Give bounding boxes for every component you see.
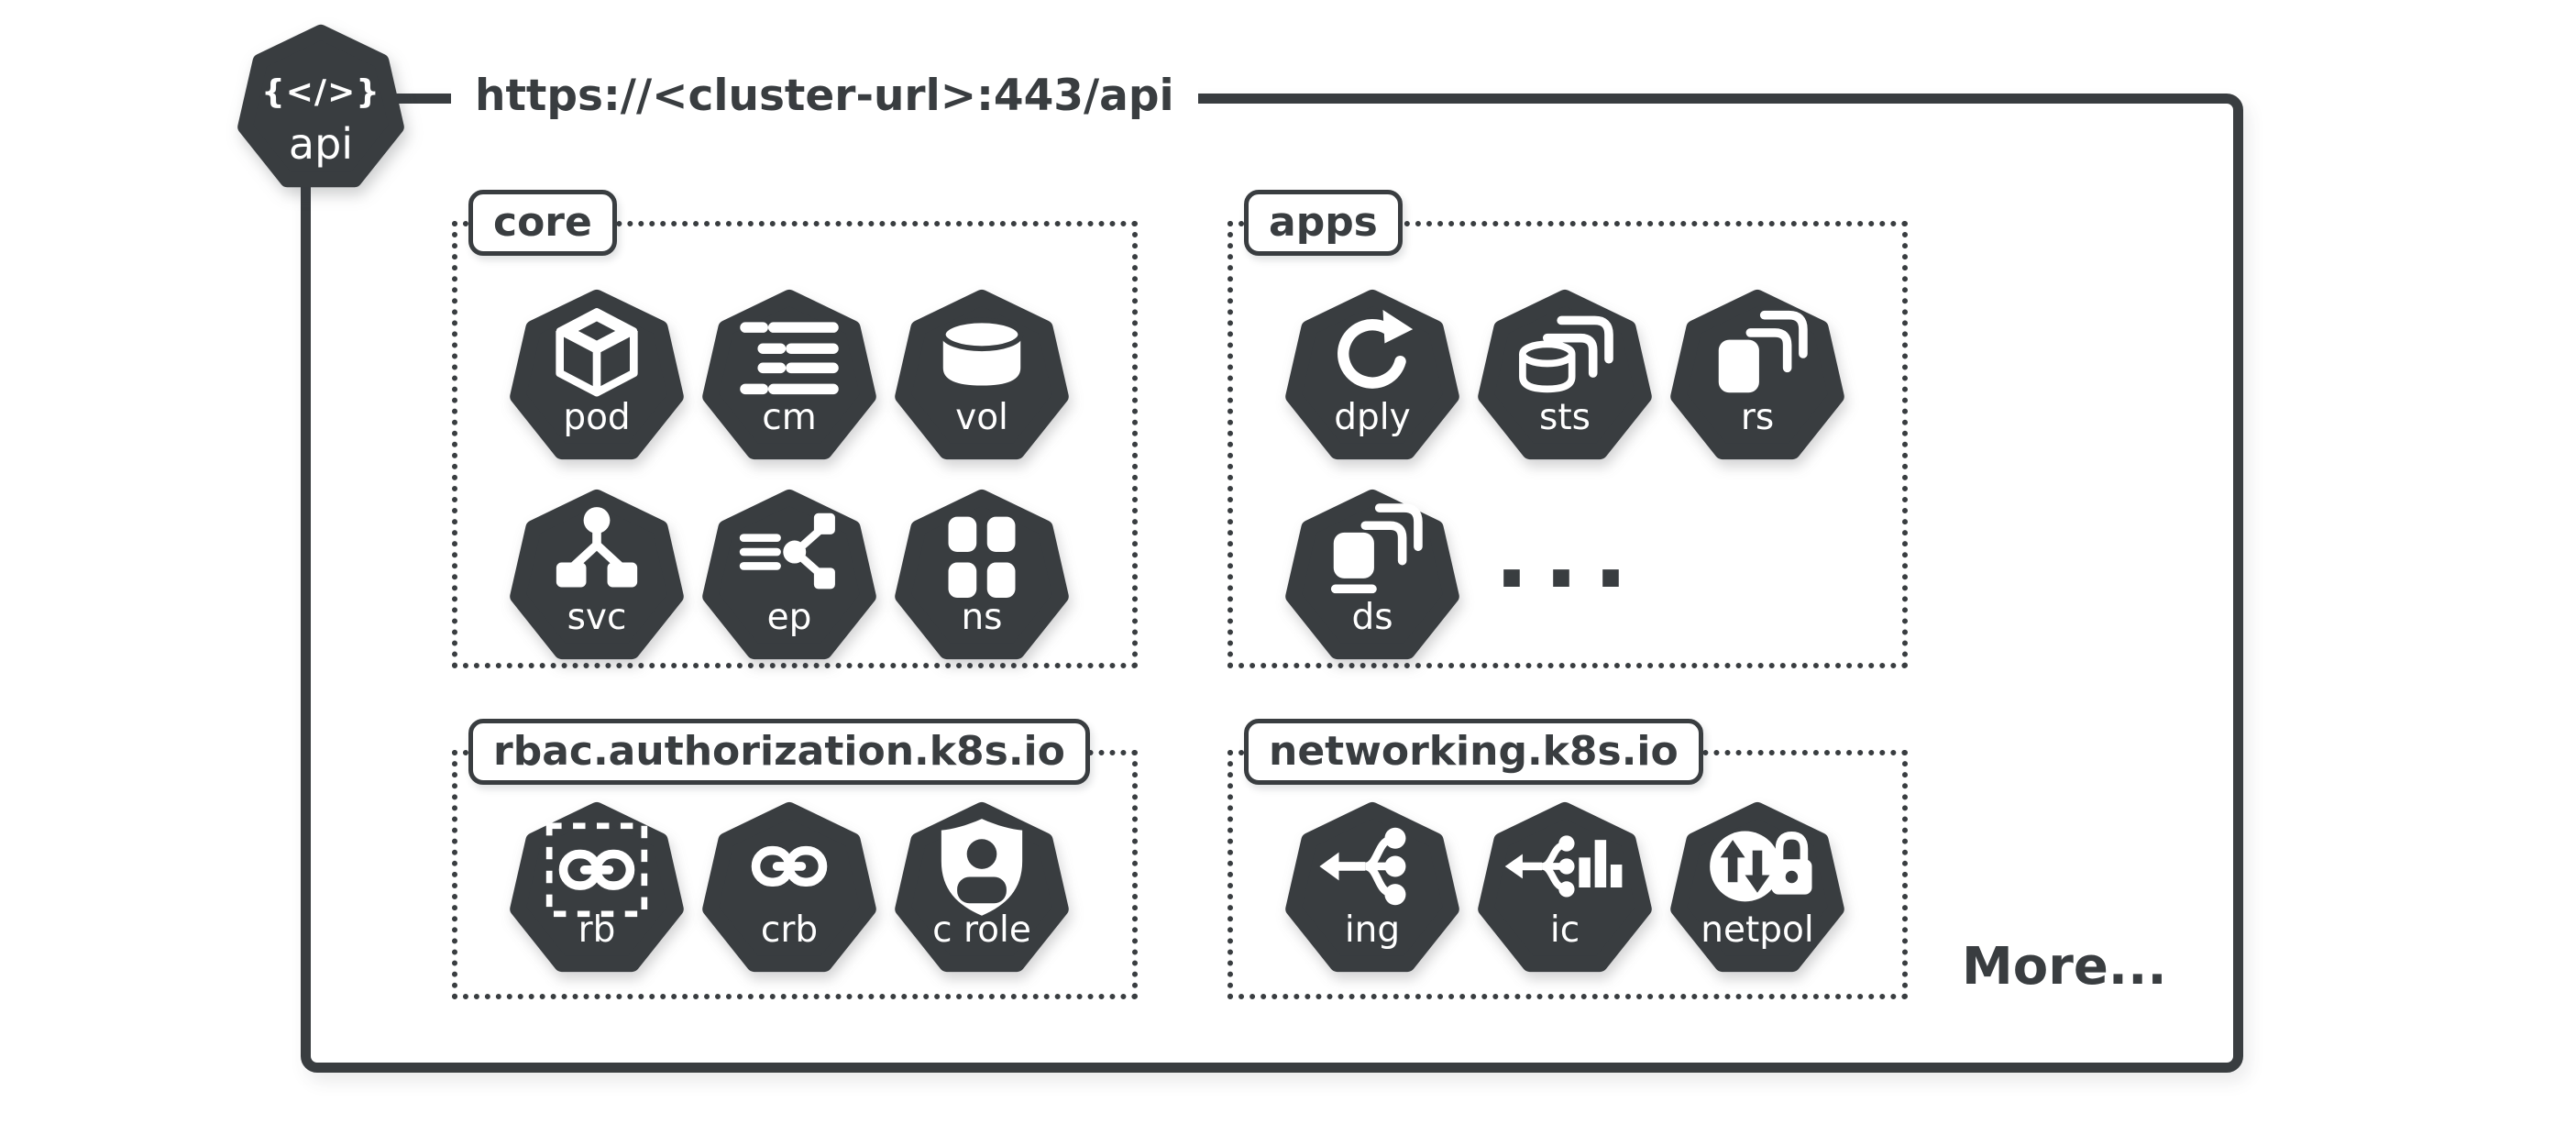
- api-group-apps: apps dply sts rs ds...: [1227, 190, 1908, 668]
- resource-abbr-label: ing: [1344, 909, 1401, 951]
- resource-tiles: ing ic netpol: [1284, 799, 1880, 975]
- resource-abbr-label: pod: [563, 397, 631, 438]
- resource-tile-dply: dply: [1284, 287, 1460, 463]
- resource-abbr-label: c role: [932, 909, 1031, 951]
- resource-tile-netpol: netpol: [1669, 799, 1845, 975]
- resource-abbr-label: crb: [760, 909, 819, 951]
- resource-abbr-label: rs: [1740, 397, 1775, 438]
- resource-tile-crb: crb: [701, 799, 877, 975]
- group-label-chip: apps: [1244, 190, 1403, 256]
- resource-tile-ds: ds: [1284, 487, 1460, 663]
- resource-tile-cm: cm: [701, 287, 877, 463]
- more-resources-ellipsis: ...: [1494, 501, 1643, 609]
- resource-tiles: rb crb c role: [509, 799, 1105, 975]
- api-node-label: api: [288, 119, 354, 169]
- resource-tile-vol: vol: [894, 287, 1070, 463]
- resource-tiles: dply sts rs ds: [1284, 287, 1880, 663]
- api-group-networking: networking.k8s.io ing ic netpol: [1227, 719, 1908, 999]
- resource-tile-rs: rs: [1669, 287, 1845, 463]
- resource-abbr-label: dply: [1334, 397, 1411, 438]
- group-label-chip: rbac.authorization.k8s.io: [468, 719, 1090, 785]
- resource-abbr-label: cm: [762, 397, 817, 438]
- group-label-chip: core: [468, 190, 617, 256]
- resource-tile-ns: ns: [894, 487, 1070, 663]
- resource-tiles: pod cm vol svc ep ns: [509, 287, 1105, 663]
- resource-abbr-label: netpol: [1701, 909, 1814, 951]
- resource-tile-ic: ic: [1477, 799, 1653, 975]
- resource-abbr-label: vol: [955, 397, 1008, 438]
- resource-tile-sts: sts: [1477, 287, 1653, 463]
- group-label-chip: networking.k8s.io: [1244, 719, 1703, 785]
- resource-abbr-label: sts: [1539, 397, 1591, 438]
- resource-tile-pod: pod: [509, 287, 685, 463]
- resource-tile-svc: svc: [509, 487, 685, 663]
- resource-abbr-label: ns: [961, 597, 1003, 638]
- cluster-api-box: [301, 94, 2243, 1073]
- cluster-endpoint-url: https://<cluster-url>:443/api: [451, 61, 1198, 132]
- resource-tile-rb: rb: [509, 799, 685, 975]
- resource-abbr-label: svc: [567, 597, 627, 638]
- api-group-rbac: rbac.authorization.k8s.io rb crb c role: [452, 719, 1138, 999]
- resource-abbr-label: rb: [578, 909, 616, 951]
- api-group-core: core pod cm vol svc ep ns: [452, 190, 1138, 668]
- resource-tile-ep: ep: [701, 487, 877, 663]
- resource-tile-ing: ing: [1284, 799, 1460, 975]
- resource-abbr-label: ep: [766, 597, 812, 638]
- more-groups-label: More...: [1962, 937, 2167, 997]
- resource-tile-c-role: c role: [894, 799, 1070, 975]
- resource-abbr-label: ds: [1351, 597, 1393, 638]
- code-braces-icon: {</>}: [261, 73, 380, 111]
- resource-abbr-label: ic: [1549, 909, 1580, 951]
- api-server-node: {</>} api: [237, 22, 405, 191]
